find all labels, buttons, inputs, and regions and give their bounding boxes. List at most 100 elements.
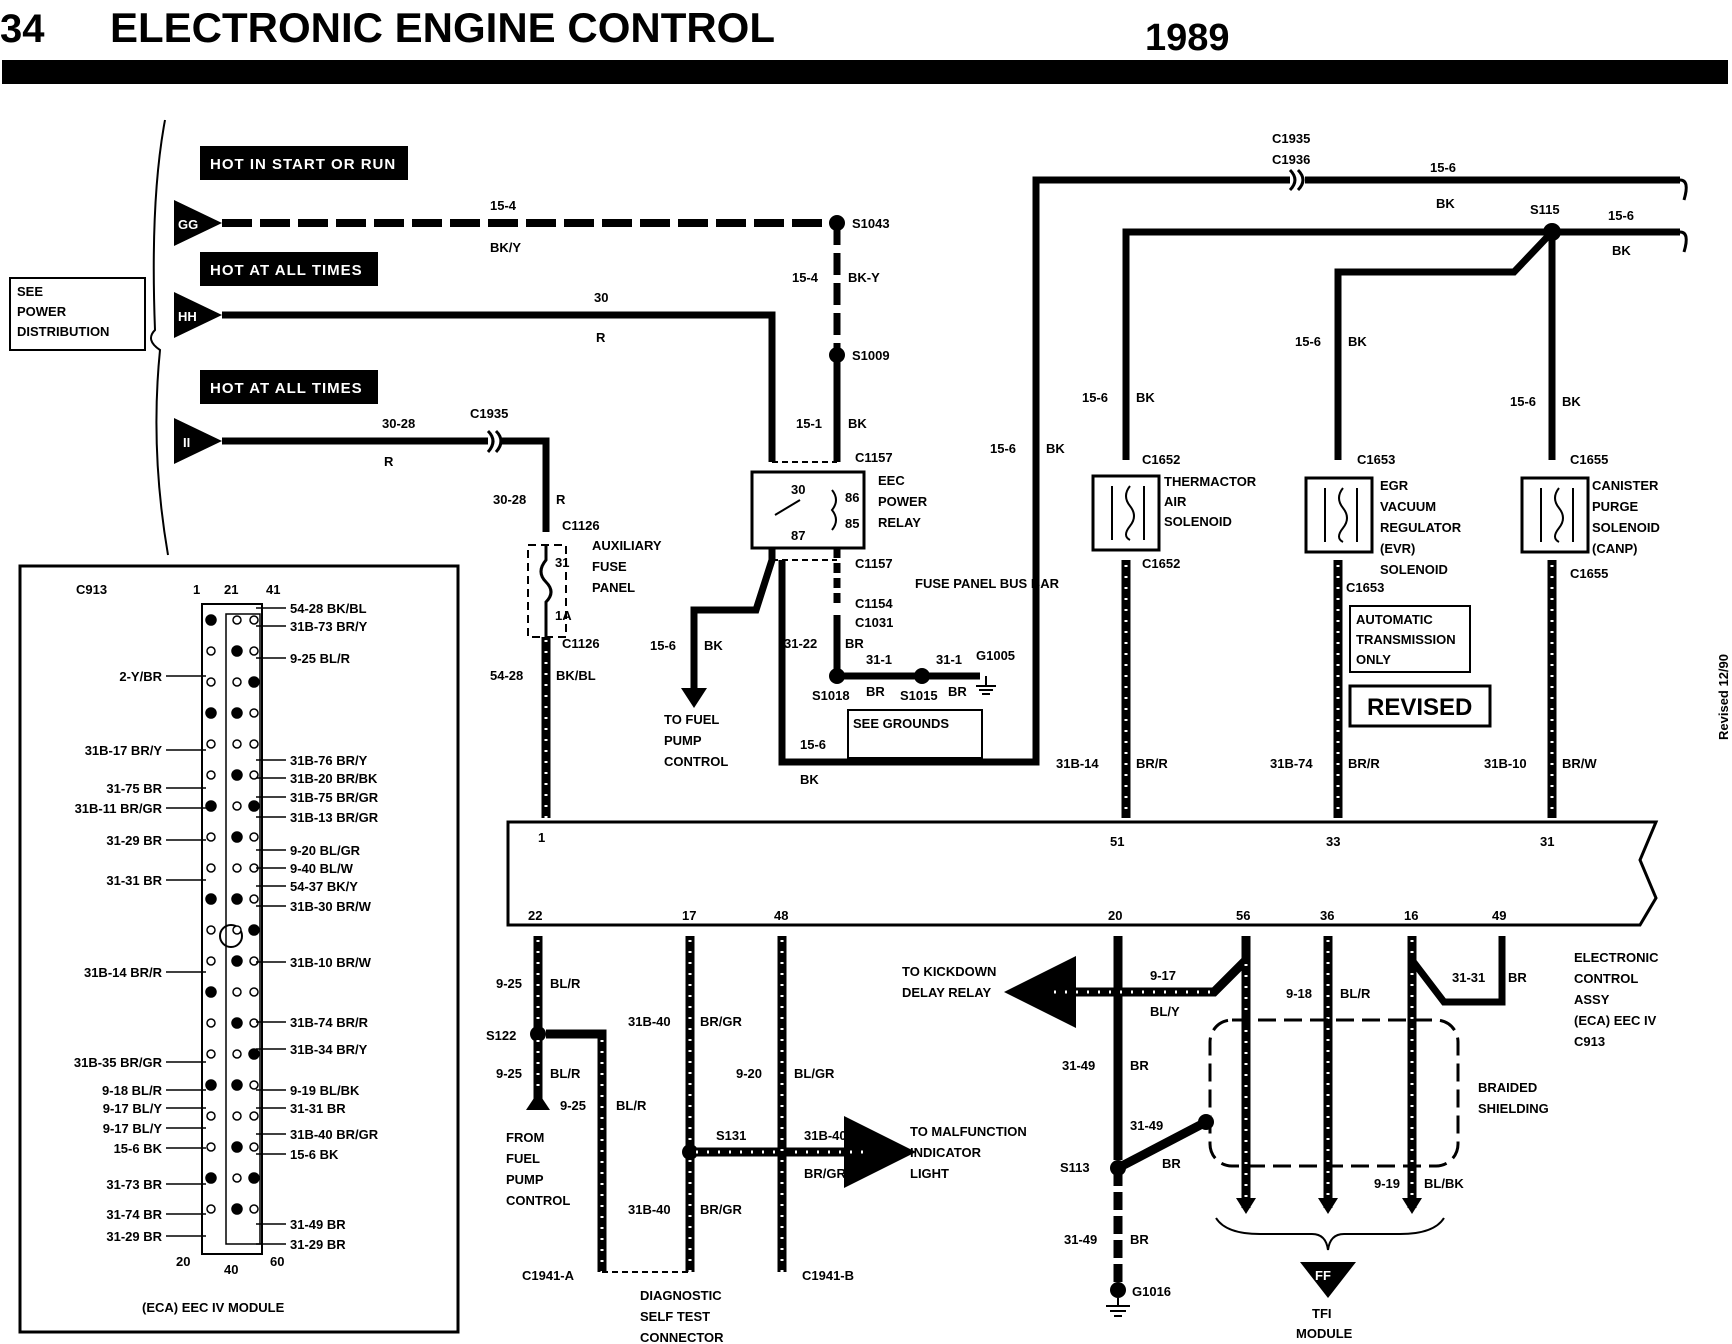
- wire-label-9-20: 9-20: [736, 1066, 762, 1081]
- inset-right-label: 31B-30 BR/W: [290, 899, 372, 914]
- inset-bottom-pin-60: 60: [270, 1254, 284, 1269]
- wire-label-9-25c: 9-25: [560, 1098, 586, 1113]
- label-g1005: G1005: [976, 648, 1015, 663]
- inset-pin-dot: [249, 1018, 259, 1028]
- inset-left-label: 31B-35 BR/GR: [74, 1055, 163, 1070]
- wire-color-bk-bus: BK: [800, 772, 819, 787]
- inset-pin-dot: [206, 770, 216, 780]
- label-c1936: C1936: [1272, 152, 1310, 167]
- eca-pin-20: 20: [1108, 908, 1122, 923]
- wire-label-15-6-c: 15-6: [1510, 394, 1536, 409]
- label-c1126b: C1126: [562, 636, 600, 651]
- egr-label-4: (EVR): [1380, 541, 1415, 556]
- hot-all-times-text-1: HOT AT ALL TIMES: [210, 262, 363, 279]
- wire-label-31b-40c: 31B-40: [628, 1202, 671, 1217]
- inset-right-label: 31B-74 BR/R: [290, 1015, 369, 1030]
- revised-stamp: [1348, 684, 1492, 728]
- auto-trans-3: ONLY: [1356, 652, 1391, 667]
- egr-label-2: VACUUM: [1380, 499, 1436, 514]
- diag-3: CONNECTOR: [640, 1330, 724, 1344]
- wire-label-9-18: 9-18: [1286, 986, 1312, 1001]
- label-c1941a: C1941-A: [522, 1268, 575, 1283]
- inset-right-label: 31B-10 BR/W: [290, 955, 372, 970]
- label-s1018: S1018: [812, 688, 850, 703]
- inset-pin-dot: [249, 1111, 259, 1121]
- eca-pin-48: 48: [774, 908, 788, 923]
- auto-trans-2: TRANSMISSION: [1356, 632, 1456, 647]
- kickdown-1: TO KICKDOWN: [902, 964, 996, 979]
- fuse-symbol: [539, 545, 553, 637]
- wire-label-9-25a: 9-25: [496, 976, 522, 991]
- inset-pin-dot: [231, 955, 243, 967]
- label-c1653a: C1653: [1357, 452, 1395, 467]
- diag-1: DIAGNOSTIC: [640, 1288, 722, 1303]
- inset-left-label: 31-29 BR: [106, 833, 162, 848]
- inset-pin-dot: [249, 894, 259, 904]
- canister-label-1: CANISTER: [1592, 478, 1659, 493]
- wire-31-31: [1409, 936, 1506, 1006]
- label-c1157b: C1157: [855, 556, 893, 571]
- eca-pin-33: 33: [1326, 834, 1340, 849]
- inset-pin-dot: [205, 986, 217, 998]
- canister-label-3: SOLENOID: [1592, 520, 1660, 535]
- wire-label-15-6-v: 15-6: [990, 441, 1016, 456]
- inset-right-label: 31B-73 BR/Y: [290, 619, 368, 634]
- inset-pin-dot: [231, 769, 243, 781]
- wire-color-bl-r1: BL/R: [550, 976, 581, 991]
- wire-label-31-49c: 31-49: [1064, 1232, 1097, 1247]
- wire-color-bl-bk: BL/BK: [1424, 1176, 1464, 1191]
- wire-color-bl-r2: BL/R: [550, 1066, 581, 1081]
- relay-pin-85: 85: [845, 516, 859, 531]
- wire-label-9-17: 9-17: [1150, 968, 1176, 983]
- ground-g1016-splice: [1110, 1282, 1126, 1298]
- inset-pin-dot: [206, 677, 216, 687]
- inset-pin-dot: [249, 1080, 259, 1090]
- wire-label-31-31: 31-31: [1452, 970, 1485, 985]
- wire-color-br3: BR: [948, 684, 967, 699]
- auto-trans-box: [1349, 605, 1471, 673]
- inset-pin-dot: [205, 1172, 217, 1184]
- wire-label-31-1a: 31-1: [866, 652, 892, 667]
- inset-pin-dot: [205, 893, 217, 905]
- inset-pin-dot: [205, 800, 217, 812]
- wire-color-br-gr3: BR/GR: [700, 1202, 743, 1217]
- relay-label-2: POWER: [878, 494, 928, 509]
- shield-splice: [1198, 1114, 1214, 1130]
- inset-pins: [205, 614, 260, 1215]
- aux-pin-1a: 1A: [555, 608, 572, 623]
- inset-bottom-pin-40: 40: [224, 1262, 238, 1277]
- inset-right-label: 31B-75 BR/GR: [290, 790, 379, 805]
- aux-fuse-line3: PANEL: [592, 580, 635, 595]
- eca-pin-17: 17: [682, 908, 696, 923]
- wire-color-bk-y2: BK-Y: [848, 270, 880, 285]
- inset-left-label: 9-17 BL/Y: [103, 1121, 163, 1136]
- see-power-line1: SEE: [17, 284, 43, 299]
- relay-pin-30: 30: [791, 482, 805, 497]
- wire-9-25c: [546, 1029, 607, 1272]
- inset-right-label: 31B-76 BR/Y: [290, 753, 368, 768]
- wire-color-bk-top: BK: [1436, 196, 1455, 211]
- inset-pin-dot: [249, 956, 259, 966]
- wire-color-bk-fuel: BK: [704, 638, 723, 653]
- wire-color-br5: BR: [1162, 1156, 1181, 1171]
- inset-pin-dot: [206, 1111, 216, 1121]
- wire-label-15-6-t: 15-6: [1082, 390, 1108, 405]
- inset-left-label: 31B-11 BR/GR: [75, 801, 163, 816]
- eca-pin-1: 1: [538, 830, 545, 845]
- wire-color-bl-y: BL/Y: [1150, 1004, 1180, 1019]
- inset-pin-dot: [206, 956, 216, 966]
- inset-right-label: 31B-13 BR/GR: [290, 810, 379, 825]
- inset-right-label: 31-49 BR: [290, 1217, 346, 1232]
- connector-c1935-left-b: [494, 429, 503, 454]
- eca-pin-51: 51: [1110, 834, 1124, 849]
- wire-label-15-4: 15-4: [490, 198, 517, 213]
- wire-label-54-28: 54-28: [490, 668, 523, 683]
- wire-break-right: [1679, 230, 1688, 253]
- eca-pin-31: 31: [1540, 834, 1554, 849]
- fuel-pump-to-3: CONTROL: [664, 754, 728, 769]
- wire-label-15-4b: 15-4: [792, 270, 819, 285]
- brace: [150, 119, 169, 556]
- revised-date: Revised 12/90: [1716, 654, 1731, 740]
- inset-pin-dot: [231, 1203, 243, 1215]
- see-grounds-box: [847, 709, 983, 759]
